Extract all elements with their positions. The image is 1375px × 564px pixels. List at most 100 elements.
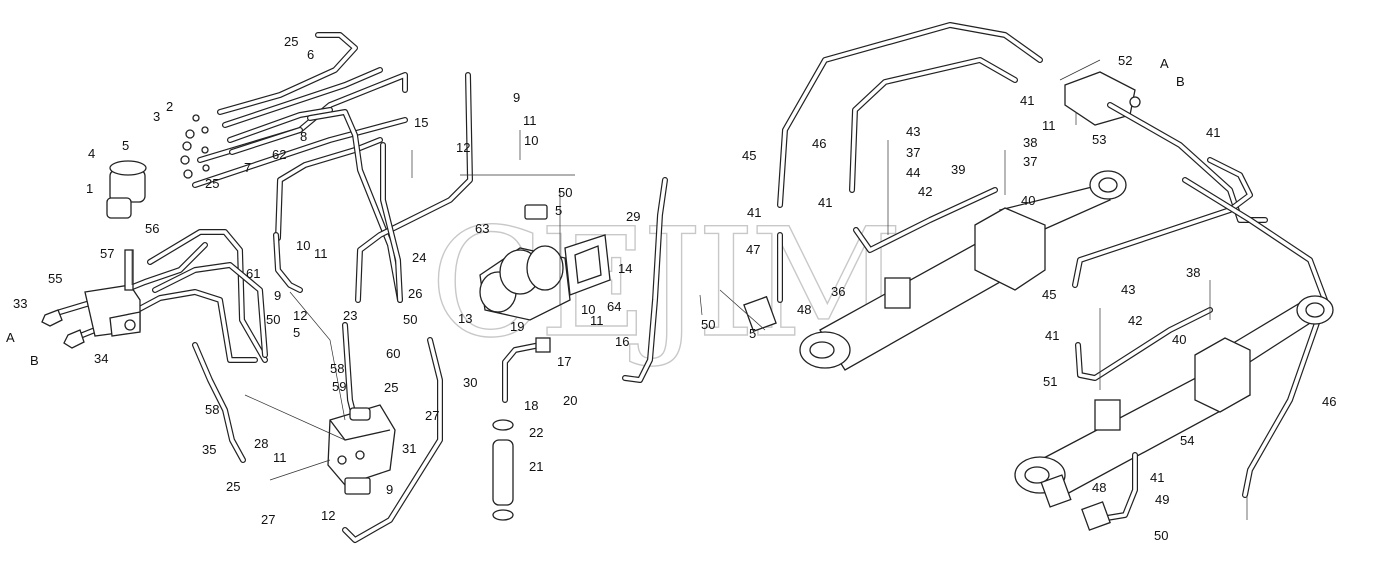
part-label: 34 [94, 351, 108, 366]
hose-58-59 [342, 322, 358, 423]
part-label: 5 [555, 203, 562, 218]
part-label: 9 [513, 90, 520, 105]
part-label: 41 [1020, 93, 1034, 108]
part-label: 56 [145, 221, 159, 236]
part-label: 10 [296, 238, 310, 253]
valve-block-1 [106, 160, 147, 219]
control-valve-31 [327, 404, 396, 495]
part-label: 40 [1021, 193, 1035, 208]
manifold-55 [41, 229, 268, 363]
part-label: 33 [13, 296, 27, 311]
part-label: 64 [607, 299, 621, 314]
part-label: 40 [1172, 332, 1186, 347]
part-label: 48 [1092, 480, 1106, 495]
part-label: 63 [475, 221, 489, 236]
hose-bundle-upper-left [192, 32, 408, 188]
part-label: 44 [906, 165, 920, 180]
part-label: 12 [321, 508, 335, 523]
hose-29 [622, 177, 668, 383]
hose-62 [275, 137, 383, 241]
part-label: 41 [1206, 125, 1220, 140]
fittings-left-cluster [180, 114, 210, 179]
part-label: 14 [618, 261, 632, 276]
part-label: 17 [557, 354, 571, 369]
part-label: 27 [425, 408, 439, 423]
part-label: 53 [1092, 132, 1106, 147]
part-label: 31 [402, 441, 416, 456]
suction-pipe-18 [502, 337, 551, 403]
part-label: 13 [458, 311, 472, 326]
part-label: 38 [1023, 135, 1037, 150]
part-label: 55 [48, 271, 62, 286]
part-label: 47 [746, 242, 760, 257]
part-label: 2 [166, 99, 173, 114]
part-label: 11 [273, 450, 287, 465]
hose-51 [1075, 307, 1213, 381]
part-label: 21 [529, 459, 543, 474]
part-label: 28 [254, 436, 268, 451]
part-label: 12 [456, 140, 470, 155]
part-label: 58 [205, 402, 219, 417]
hose-30 [342, 337, 443, 543]
part-label: 3 [153, 109, 160, 124]
part-label: 37 [906, 145, 920, 160]
part-label: 5 [293, 325, 300, 340]
part-label: 46 [812, 136, 826, 151]
part-label: 16 [615, 334, 629, 349]
port-label-b-right: B [1176, 74, 1185, 89]
part-label: 27 [261, 512, 275, 527]
part-label: 9 [274, 288, 281, 303]
part-label: 50 [266, 312, 280, 327]
part-label: 10 [581, 302, 595, 317]
part-label: 20 [563, 393, 577, 408]
hose-39 [853, 187, 998, 253]
part-label: 18 [524, 398, 538, 413]
hose-46-upper [849, 57, 1018, 193]
part-label: 51 [1043, 374, 1057, 389]
part-label: 11 [314, 246, 328, 261]
part-label: 45 [1042, 287, 1056, 302]
part-label: 50 [403, 312, 417, 327]
part-label: 24 [412, 250, 426, 265]
part-label: 35 [202, 442, 216, 457]
hose-26 [380, 142, 403, 303]
part-label: 48 [797, 302, 811, 317]
part-label: 41 [747, 205, 761, 220]
flanges-48 [743, 295, 1111, 531]
part-label: 11 [1042, 118, 1056, 133]
part-label: 6 [307, 47, 314, 62]
part-label: 36 [831, 284, 845, 299]
part-label: 41 [818, 195, 832, 210]
part-label: 8 [300, 129, 307, 144]
part-label: 25 [226, 479, 240, 494]
part-label: 61 [246, 266, 260, 281]
part-label: 43 [906, 124, 920, 139]
port-labels: A B A B [6, 56, 1185, 368]
hose-8 [307, 109, 403, 303]
part-label: 22 [529, 425, 543, 440]
port-label-a-left: A [6, 330, 15, 345]
part-label: 7 [244, 160, 251, 175]
part-label: 50 [558, 185, 572, 200]
hose-45-upper [777, 22, 1043, 208]
part-label: 41 [1150, 470, 1164, 485]
pump-13 [479, 204, 611, 321]
part-label: 50 [701, 317, 715, 332]
hose-49 [1092, 452, 1138, 523]
part-label: 60 [386, 346, 400, 361]
part-label: 45 [742, 148, 756, 163]
filter-21 [492, 419, 514, 521]
part-label: 5 [749, 326, 756, 341]
port-label-a-right: A [1160, 56, 1169, 71]
part-label: 42 [918, 184, 932, 199]
part-label: 59 [332, 379, 346, 394]
part-label: 58 [330, 361, 344, 376]
part-label: 10 [524, 133, 538, 148]
port-label-b-left: B [30, 353, 39, 368]
part-label: 37 [1023, 154, 1037, 169]
hose-24 [355, 72, 473, 303]
part-label: 11 [590, 313, 604, 328]
part-label: 23 [343, 308, 357, 323]
